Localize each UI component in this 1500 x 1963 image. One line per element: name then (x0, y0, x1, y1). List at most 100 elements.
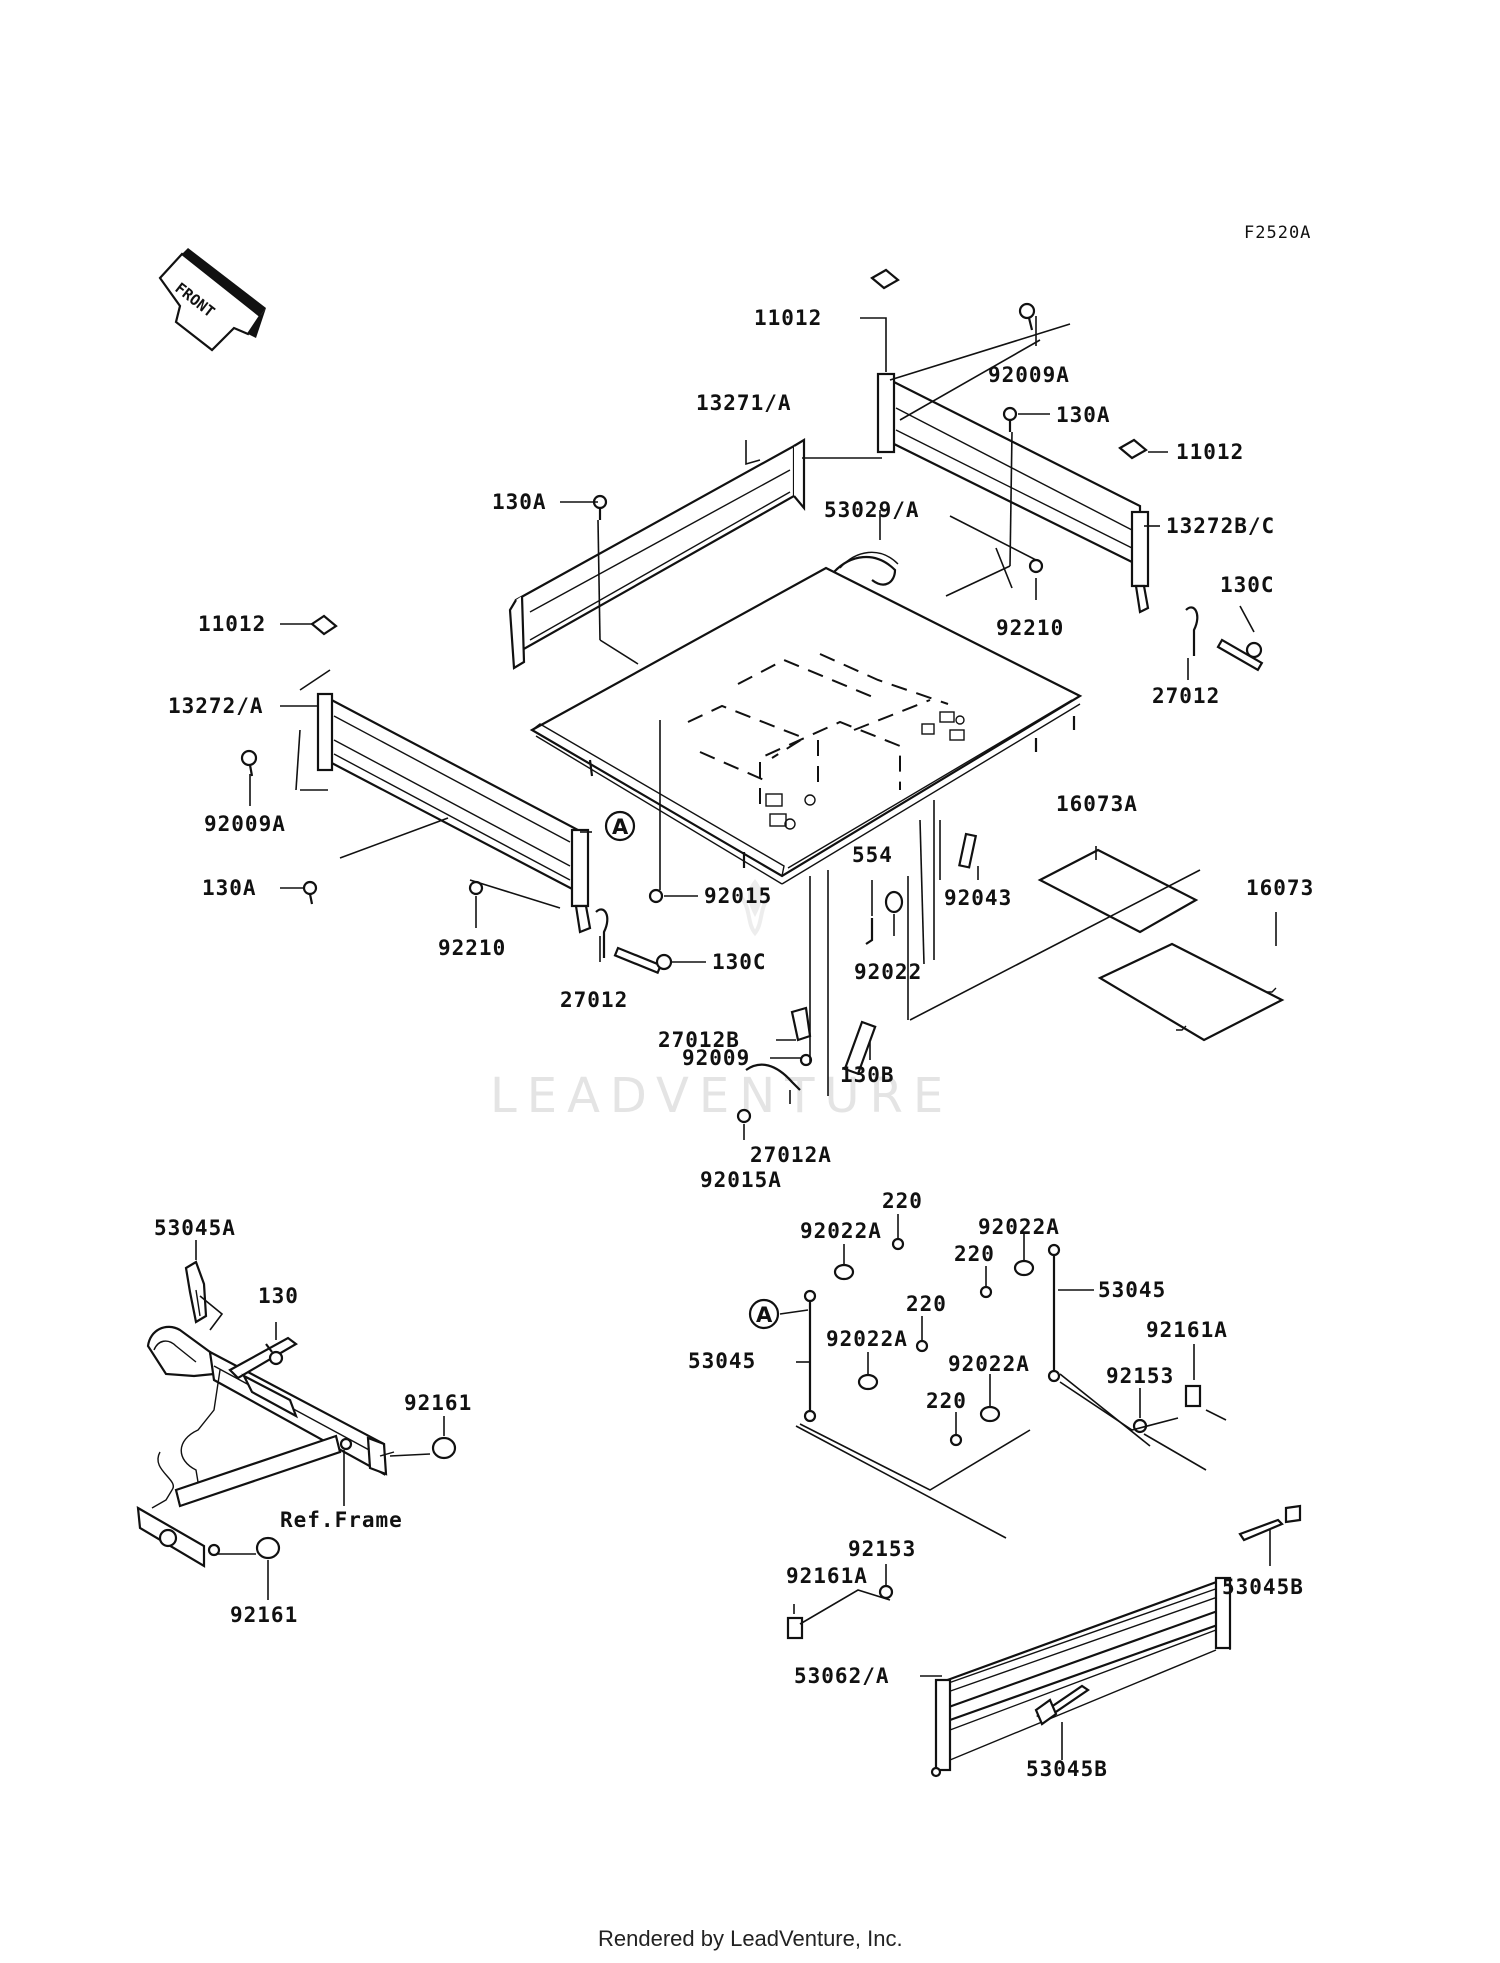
pin-92043 (958, 832, 978, 869)
cable-53045-right (1047, 1243, 1061, 1383)
label-92210-right: 92210 (996, 616, 1064, 640)
watermark: LEADVENTURE (490, 879, 953, 1124)
bolt-130 (265, 1343, 284, 1366)
bolt-130A-upper (592, 494, 608, 520)
ref-marker-a-lower: A (748, 1298, 780, 1330)
label-130C-left: 130C (712, 950, 767, 974)
label-220-4: 220 (926, 1389, 967, 1413)
label-92161A-upper: 92161A (1146, 1318, 1228, 1342)
label-53029A: 53029/A (824, 498, 920, 522)
label-16073A: 16073A (1056, 792, 1138, 816)
label-92210-left: 92210 (438, 936, 506, 960)
mat-16073A (1037, 848, 1199, 934)
label-27012A: 27012A (750, 1143, 832, 1167)
label-13272A: 13272/A (168, 694, 264, 718)
label-220-3: 220 (906, 1292, 947, 1316)
label-92022: 92022 (854, 960, 922, 984)
tailgate-assembly (779, 1214, 1302, 1778)
bolt-130B (843, 1020, 877, 1076)
label-92009: 92009 (682, 1046, 750, 1070)
bolt-92153-lower (878, 1584, 894, 1600)
label-220-1: 220 (882, 1189, 923, 1213)
label-11012-top: 11012 (754, 306, 822, 330)
label-130A-right: 130A (1056, 403, 1111, 427)
washer-92022A-1 (833, 1263, 855, 1281)
label-53045-right: 53045 (1098, 1278, 1166, 1302)
bolt-220-4 (949, 1433, 963, 1447)
bolt-130C-right (1216, 638, 1264, 672)
bracket-27012B (790, 1006, 812, 1042)
bolt-92009A-left (240, 749, 258, 777)
bolt-92009A-top (1018, 302, 1036, 331)
label-220-2: 220 (954, 1242, 995, 1266)
bumper-92161A-upper (1184, 1384, 1202, 1408)
frame-assembly (136, 1240, 457, 1600)
label-13272BC: 13272B/C (1166, 514, 1275, 538)
mat-16073 (1097, 942, 1285, 1042)
cap-92161-upper (431, 1436, 457, 1460)
label-53045-left: 53045 (688, 1349, 756, 1373)
washer-92022A-2 (1013, 1259, 1035, 1277)
bumper-92161A-lower (786, 1616, 804, 1640)
cap-11012-left (310, 614, 338, 636)
washer-92022A-4 (979, 1405, 1001, 1423)
bolt-130A-lower (302, 880, 318, 905)
latch-27012-left (595, 908, 609, 958)
label-92161-upper: 92161 (404, 1391, 472, 1415)
ref-marker-a-upper-text: A (612, 815, 629, 839)
label-92022A-3: 92022A (826, 1327, 908, 1351)
label-92009A-left: 92009A (204, 812, 286, 836)
label-92009A-top: 92009A (988, 363, 1070, 387)
label-130A-upper: 130A (492, 490, 547, 514)
cap-11012-top (870, 268, 900, 290)
ref-marker-a-upper: A (604, 810, 636, 842)
footer-credit: Rendered by LeadVenture, Inc. (598, 1926, 903, 1951)
ref-marker-a-lower-text: A (756, 1303, 773, 1327)
label-92161-lower: 92161 (230, 1603, 298, 1627)
label-130: 130 (258, 1284, 299, 1308)
pin-554 (865, 918, 874, 945)
label-11012-right: 11012 (1176, 440, 1244, 464)
part-labels: 11012 92009A 13271/A 130A 11012 130A 530… (154, 306, 1314, 1781)
watermark-text: LEADVENTURE (490, 1068, 953, 1124)
label-53045B-left: 53045B (1026, 1757, 1108, 1781)
label-130B: 130B (840, 1063, 895, 1087)
label-92015: 92015 (704, 884, 772, 908)
cap-11012-right (1118, 438, 1148, 460)
label-92153-lower: 92153 (848, 1537, 916, 1561)
label-130C-right: 130C (1220, 573, 1275, 597)
hook-27012A (745, 1063, 801, 1091)
washer-92022A-3 (857, 1373, 879, 1391)
label-ref-frame: Ref.Frame (280, 1508, 403, 1532)
diagram-code: F2520A (1244, 223, 1311, 243)
nut-92015 (648, 888, 664, 904)
label-53045A: 53045A (154, 1216, 236, 1240)
bolt-130A-right (1002, 406, 1018, 432)
label-27012-right: 27012 (1152, 684, 1220, 708)
label-27012-left: 27012 (560, 988, 628, 1012)
cargo-bed-assembly (240, 268, 1285, 1140)
bolt-220-1 (891, 1237, 905, 1251)
label-13271A: 13271/A (696, 391, 792, 415)
front-arrow-icon: FRONT (158, 248, 266, 352)
label-92022A-2: 92022A (978, 1215, 1060, 1239)
label-92015A: 92015A (700, 1168, 782, 1192)
label-11012-left: 11012 (198, 612, 266, 636)
label-92043: 92043 (944, 886, 1012, 910)
bolt-220-2 (979, 1285, 993, 1299)
nut-92210-right (1028, 558, 1044, 574)
label-92153-upper: 92153 (1106, 1364, 1174, 1388)
label-16073: 16073 (1246, 876, 1314, 900)
label-554: 554 (852, 843, 893, 867)
label-130A-lower: 130A (202, 876, 257, 900)
bolt-220-3 (915, 1339, 929, 1353)
label-53062A: 53062/A (794, 1664, 890, 1688)
bolt-130C-left (613, 946, 673, 975)
washer-92022 (884, 890, 904, 914)
label-92022A-1: 92022A (800, 1219, 882, 1243)
cable-53045-left (803, 1289, 817, 1423)
label-92161A-lower: 92161A (786, 1564, 868, 1588)
label-53045B-right: 53045B (1222, 1575, 1304, 1599)
latch-27012-right (1185, 606, 1199, 656)
